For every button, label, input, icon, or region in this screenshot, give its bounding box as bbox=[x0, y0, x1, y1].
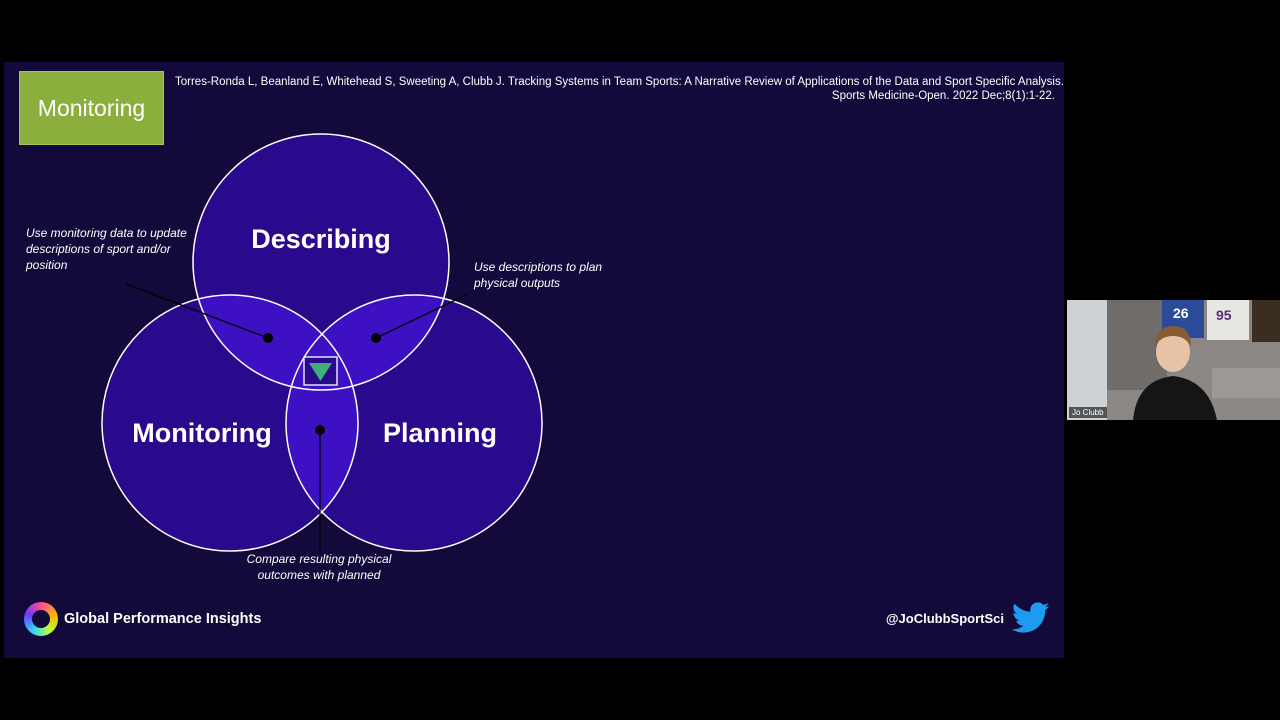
presentation-slide: Monitoring Torres-Ronda L, Beanland E, W… bbox=[4, 62, 1064, 658]
brand-logo-icon bbox=[24, 602, 58, 636]
overlap-top-left bbox=[193, 295, 358, 390]
webcam-feed: 26 95 Jo Clubb bbox=[1067, 300, 1280, 420]
center-triangle-icon bbox=[309, 363, 332, 381]
citation: Torres-Ronda L, Beanland E, Whitehead S,… bbox=[175, 75, 1064, 103]
connector-top-right bbox=[375, 294, 467, 339]
twitter-handle: @JoClubbSportSci bbox=[885, 610, 1004, 626]
connector-top-left bbox=[125, 283, 269, 339]
venn-diagram: Describing Monitoring Planning bbox=[101, 133, 543, 552]
citation-line-2: Sports Medicine-Open. 2022 Dec;8(1):1-22… bbox=[831, 90, 1055, 102]
note-plan-outputs: Use descriptions to plan physical output… bbox=[474, 260, 603, 290]
circle-monitoring-outline bbox=[101, 294, 359, 552]
note-update-descriptions: Use monitoring data to update descriptio… bbox=[26, 226, 187, 272]
twitter-bird-icon bbox=[1012, 602, 1050, 633]
label-monitoring: Monitoring bbox=[132, 418, 271, 448]
circle-planning-outline bbox=[285, 294, 543, 552]
circle-describing-outline bbox=[192, 133, 450, 391]
note-compare-outcomes: Compare resulting physical outcomes with… bbox=[246, 552, 392, 582]
social-handle: @JoClubbSportSci bbox=[886, 602, 1050, 634]
dot-top-right bbox=[371, 333, 381, 343]
citation-line-1: Torres-Ronda L, Beanland E, Whitehead S,… bbox=[175, 76, 1064, 88]
brand: Global Performance Insights bbox=[24, 602, 261, 636]
label-describing: Describing bbox=[251, 224, 391, 254]
slide-title: Monitoring bbox=[37, 94, 146, 121]
svg-text:95: 95 bbox=[1216, 307, 1232, 323]
brand-name: Global Performance Insights bbox=[64, 611, 262, 627]
overlap-top-right bbox=[286, 295, 449, 390]
dot-top-left bbox=[263, 333, 273, 343]
svg-text:26: 26 bbox=[1173, 305, 1189, 321]
participant-name: Jo Clubb bbox=[1069, 407, 1107, 418]
slide-title-box: Monitoring bbox=[19, 71, 164, 145]
dot-bottom bbox=[315, 425, 325, 435]
label-planning: Planning bbox=[383, 418, 497, 448]
webcam-video-icon: 26 95 bbox=[1067, 300, 1280, 420]
